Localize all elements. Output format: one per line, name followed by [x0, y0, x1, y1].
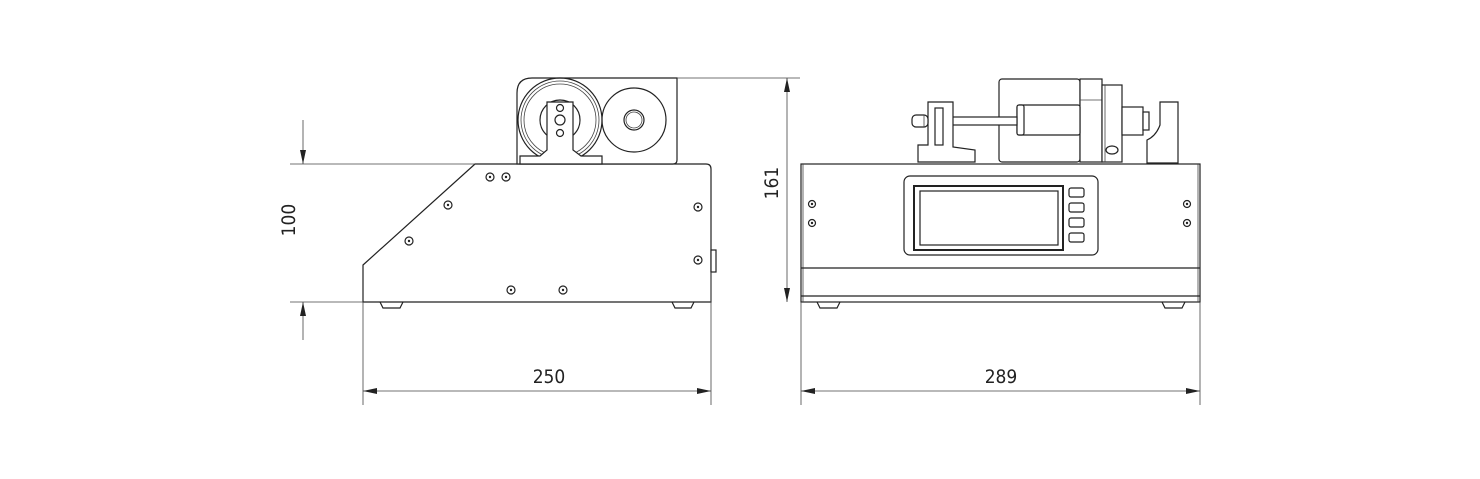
front-view: 161 289	[677, 77, 1201, 405]
roller-housing	[516, 77, 678, 165]
side-view: 100 250	[278, 77, 717, 405]
dimension-height-161: 161	[677, 77, 800, 302]
dimension-width-289: 289	[800, 302, 1201, 405]
side-screws	[404, 172, 703, 295]
dimension-label-161: 161	[761, 167, 783, 200]
panel-button-4	[1068, 232, 1085, 243]
dimension-label-100: 100	[278, 204, 300, 237]
dimension-label-289: 289	[985, 366, 1018, 388]
panel-button-2	[1068, 202, 1085, 213]
display-panel	[903, 175, 1099, 256]
front-screws	[807, 199, 1192, 228]
panel-button-1	[1068, 187, 1085, 198]
dimension-width-250: 250	[362, 272, 712, 405]
side-view-body	[362, 163, 717, 309]
panel-button-3	[1068, 217, 1085, 228]
dimension-label-250: 250	[533, 366, 566, 388]
dimension-height-100: 100	[278, 120, 475, 340]
syringe-assembly	[911, 78, 1179, 164]
